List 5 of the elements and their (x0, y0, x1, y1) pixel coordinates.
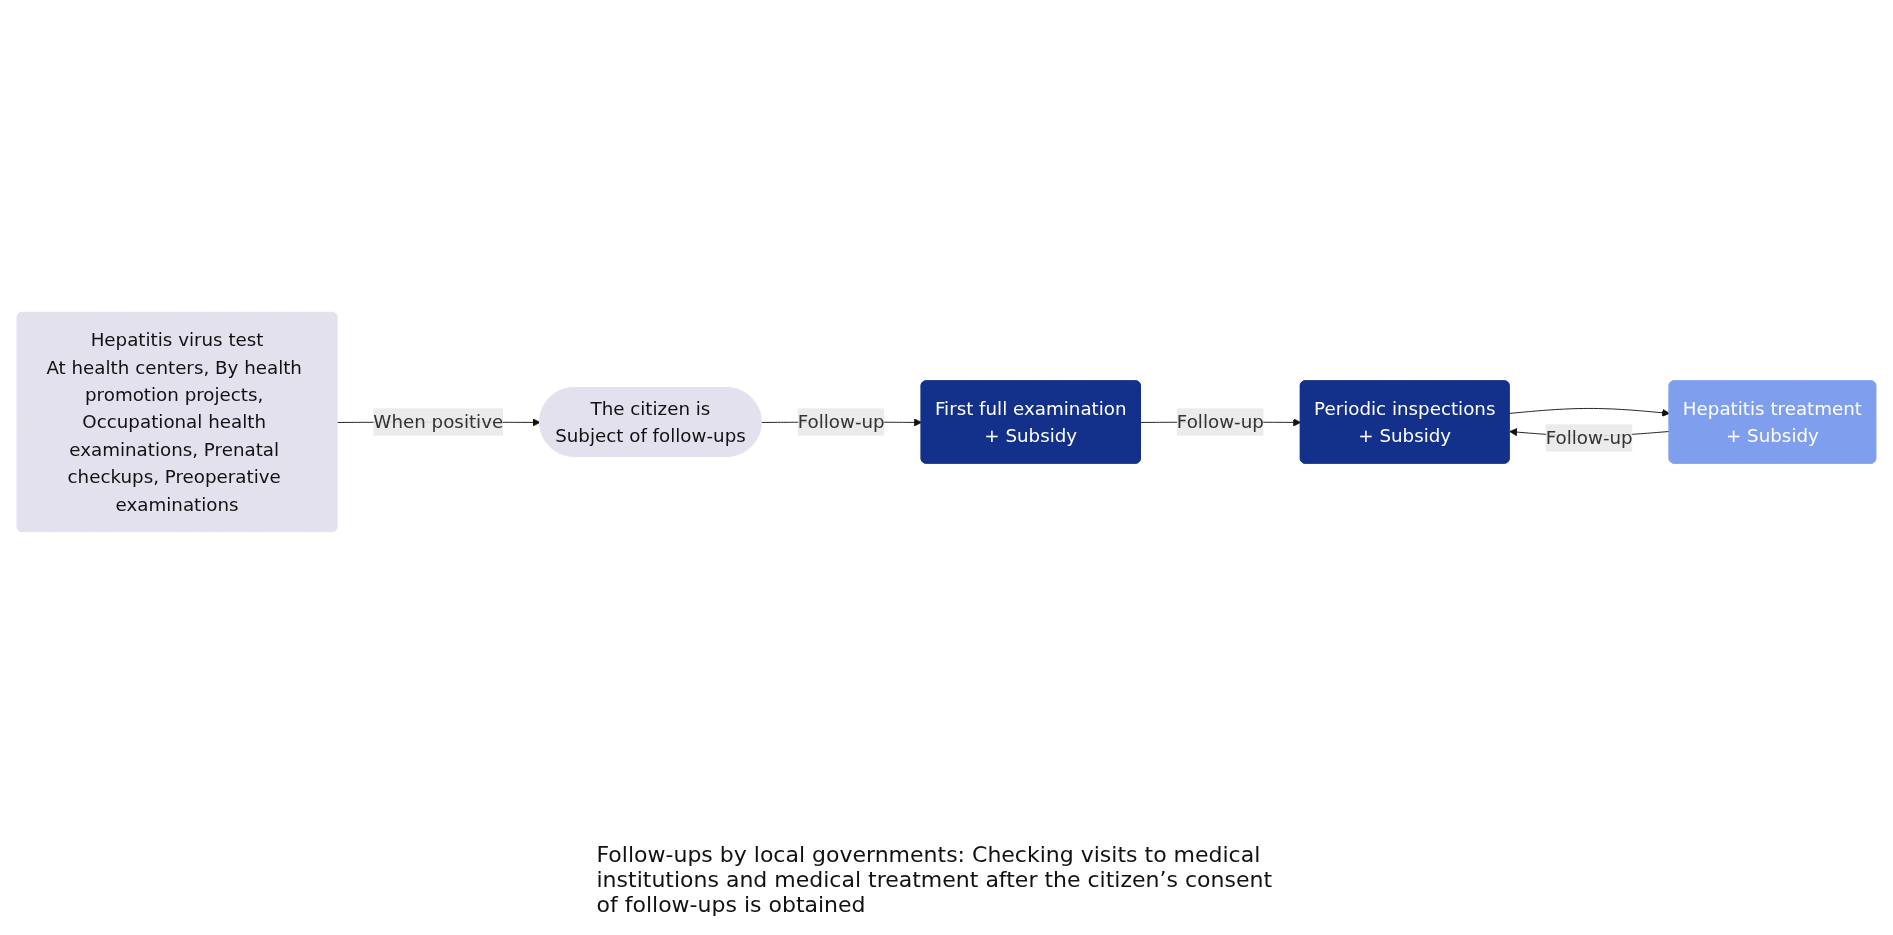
edge-label: Follow-up (1545, 427, 1633, 449)
edge-label: Follow-up (797, 411, 885, 433)
edge-label: Follow-up (1176, 411, 1264, 433)
note-text: Follow-ups by local governments: Checking visits to medical institutions and medical treatment after the citizen’s consent of follow-ups is obtained (596, 842, 1273, 917)
edge-label: When positive (373, 411, 504, 433)
